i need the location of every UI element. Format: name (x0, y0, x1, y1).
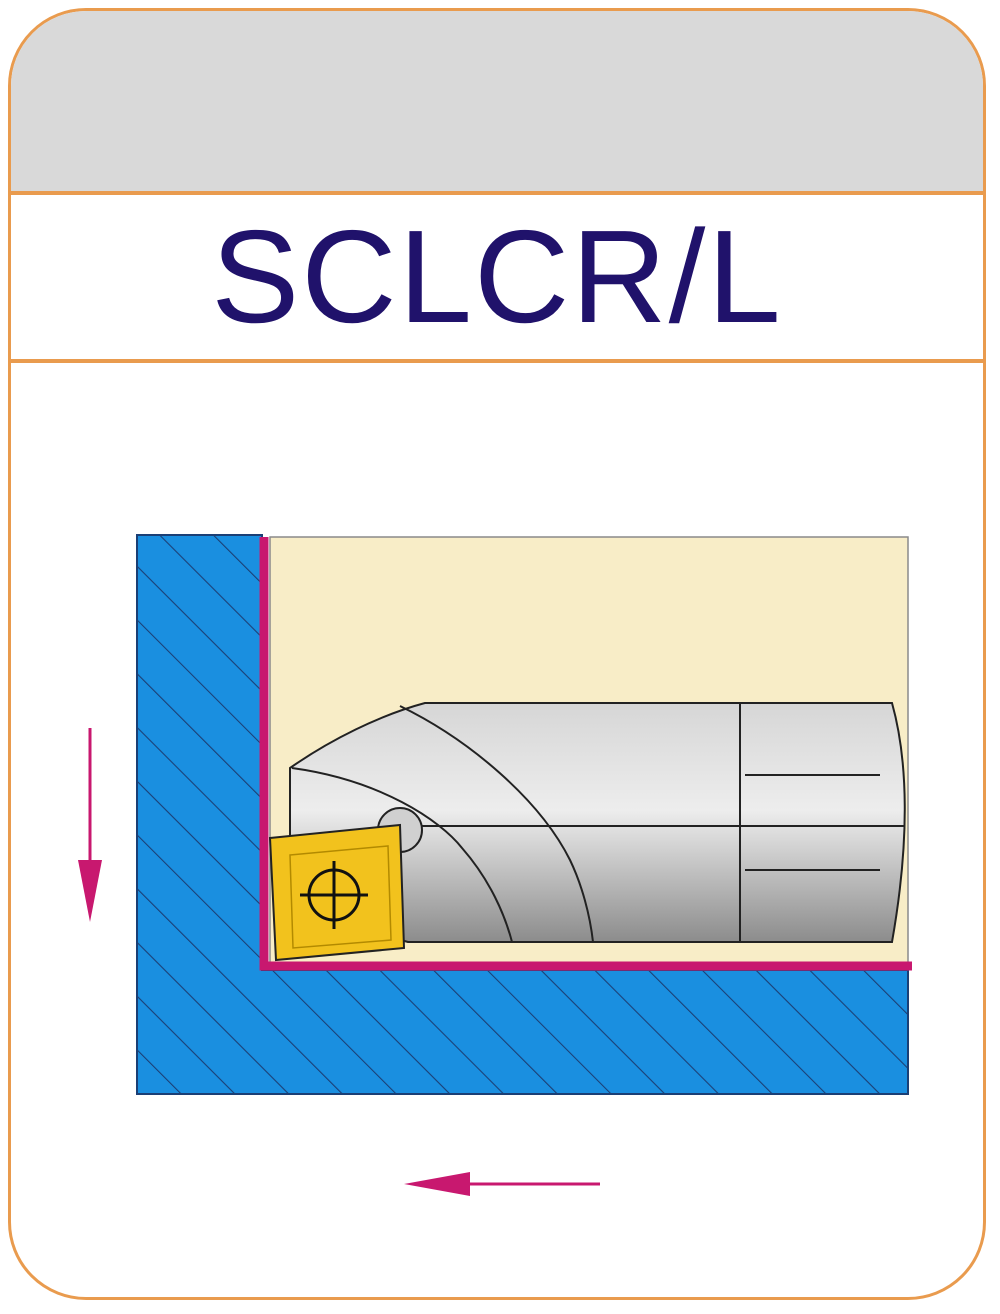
crosshair-icon (300, 861, 368, 929)
cutting-path (259, 537, 912, 971)
card-header-band (11, 11, 983, 191)
arrow-down-icon (78, 728, 102, 922)
workpiece (136, 534, 909, 1095)
insert (268, 823, 406, 962)
page-title: SCLCR/L (211, 203, 783, 350)
arrow-left-icon (404, 1172, 600, 1196)
divider-bottom (11, 359, 983, 363)
divider-top (11, 191, 983, 195)
title-band: SCLCR/L (11, 195, 983, 359)
